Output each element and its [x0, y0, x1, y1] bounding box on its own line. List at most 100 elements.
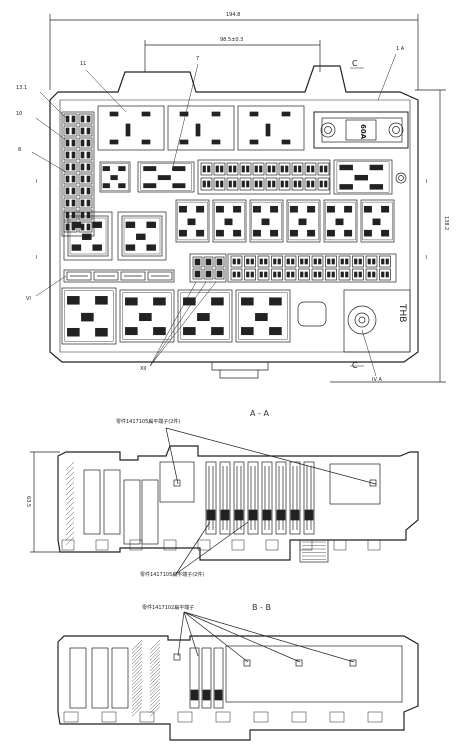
callout-1a: 1 A	[396, 46, 405, 52]
mini-fuse-slot	[78, 161, 93, 173]
cavity	[123, 479, 141, 545]
relay-medium	[249, 199, 284, 243]
hatch-line	[131, 657, 143, 668]
base-tooth	[129, 539, 143, 551]
base-tooth	[139, 711, 155, 723]
cavity	[69, 647, 87, 709]
section-b-outline	[57, 635, 419, 741]
diode-slot	[147, 271, 173, 281]
mini-fuse-slot	[278, 177, 291, 191]
center-socket	[214, 268, 225, 280]
hatch-line	[149, 674, 161, 686]
block-label-thb: THB	[397, 304, 407, 323]
cavity-right	[225, 645, 403, 703]
center-socket	[203, 256, 214, 268]
mini-fuse-slot	[230, 255, 243, 268]
hatch-line	[131, 674, 143, 686]
diode-slot	[66, 271, 92, 281]
mini-fuse-slot	[338, 255, 351, 268]
mini-fuse-slot	[244, 255, 256, 268]
base-tooth	[253, 711, 269, 723]
section-mark-c-bottom: C	[352, 361, 358, 370]
mini-fuse-slot	[239, 177, 252, 191]
terminal-mark	[369, 479, 377, 487]
flat-terminal	[205, 461, 217, 535]
mini-fuse-slot	[298, 255, 310, 268]
relay-block-left-1	[63, 211, 113, 261]
mini-fuse-slot	[265, 162, 278, 176]
relay-bottom	[61, 287, 117, 345]
mini-fuse-strip-lower	[227, 253, 397, 283]
base-tooth	[265, 539, 279, 551]
battery-stud-block	[343, 289, 411, 353]
hatch-line	[149, 685, 161, 696]
hatch-line	[131, 643, 143, 654]
mini-fuse-slot	[271, 268, 283, 281]
mini-fuse-slot	[291, 177, 304, 191]
center-socket	[192, 268, 203, 280]
base-tooth	[367, 711, 383, 723]
hatch-line	[149, 702, 161, 714]
relay-block-left-2	[117, 211, 167, 261]
top-view	[31, 14, 446, 383]
diode-slot	[93, 271, 119, 281]
mini-fuse-strip-upper	[197, 159, 331, 195]
hatch-line	[131, 681, 143, 693]
mini-fuse-slot	[379, 255, 391, 268]
relay-socket-top-1	[97, 105, 165, 151]
hatch-line	[65, 481, 75, 491]
base-tooth	[215, 711, 231, 723]
hatch-line	[149, 681, 161, 693]
hatch-line	[65, 521, 75, 531]
mega-fuse	[313, 111, 409, 149]
hatch-line	[131, 664, 143, 675]
hatch-line	[65, 491, 75, 501]
hatch-line	[131, 671, 143, 682]
hatch-line	[65, 466, 75, 476]
terminal-mark	[173, 653, 181, 661]
hatch-line	[131, 688, 143, 700]
mini-fuse-slot	[226, 177, 239, 191]
mini-fuse-slot	[63, 173, 78, 185]
mini-fuse-slot	[271, 255, 283, 268]
mini-fuse-slot	[78, 149, 93, 161]
hatch-line	[131, 678, 143, 689]
dim-overall-height: 138.2	[443, 216, 449, 231]
center-socket	[214, 256, 225, 268]
cavity	[83, 469, 101, 535]
hatch-line	[65, 526, 75, 536]
cavity	[141, 479, 159, 545]
flat-terminal	[289, 461, 301, 535]
hatch-line	[131, 692, 143, 703]
base-tooth	[299, 539, 313, 551]
cavity	[111, 647, 129, 709]
mini-fuse-slot	[200, 162, 213, 176]
mount-hole	[395, 172, 407, 184]
relay-large	[67, 215, 109, 257]
mini-fuse-slot	[63, 209, 78, 221]
terminal-mark	[243, 659, 251, 667]
flat-terminal	[261, 461, 273, 535]
hatch-line	[131, 685, 143, 696]
center-socket	[203, 268, 214, 280]
hatch-line	[131, 699, 143, 710]
hatch-line	[131, 702, 143, 714]
mini-relay-wide	[137, 161, 195, 193]
mini-fuse-slot	[230, 268, 243, 281]
base-tooth	[197, 539, 211, 551]
hatch-line	[149, 688, 161, 700]
mini-fuse-slot	[352, 255, 364, 268]
mini-fuse-slot	[213, 177, 226, 191]
mini-fuse-slot	[284, 268, 297, 281]
hatch-line	[65, 486, 75, 496]
housing-outline	[49, 65, 419, 363]
base-tooth	[177, 711, 193, 723]
mini-fuse-slot	[78, 137, 93, 149]
relay-pin-set	[179, 111, 221, 145]
diode-slot	[120, 271, 146, 281]
mini-fuse-slot	[63, 137, 78, 149]
relay-medium	[286, 199, 321, 243]
flat-terminal	[233, 461, 245, 535]
section-b-b	[57, 611, 419, 741]
mini-fuse-slot	[338, 268, 351, 281]
